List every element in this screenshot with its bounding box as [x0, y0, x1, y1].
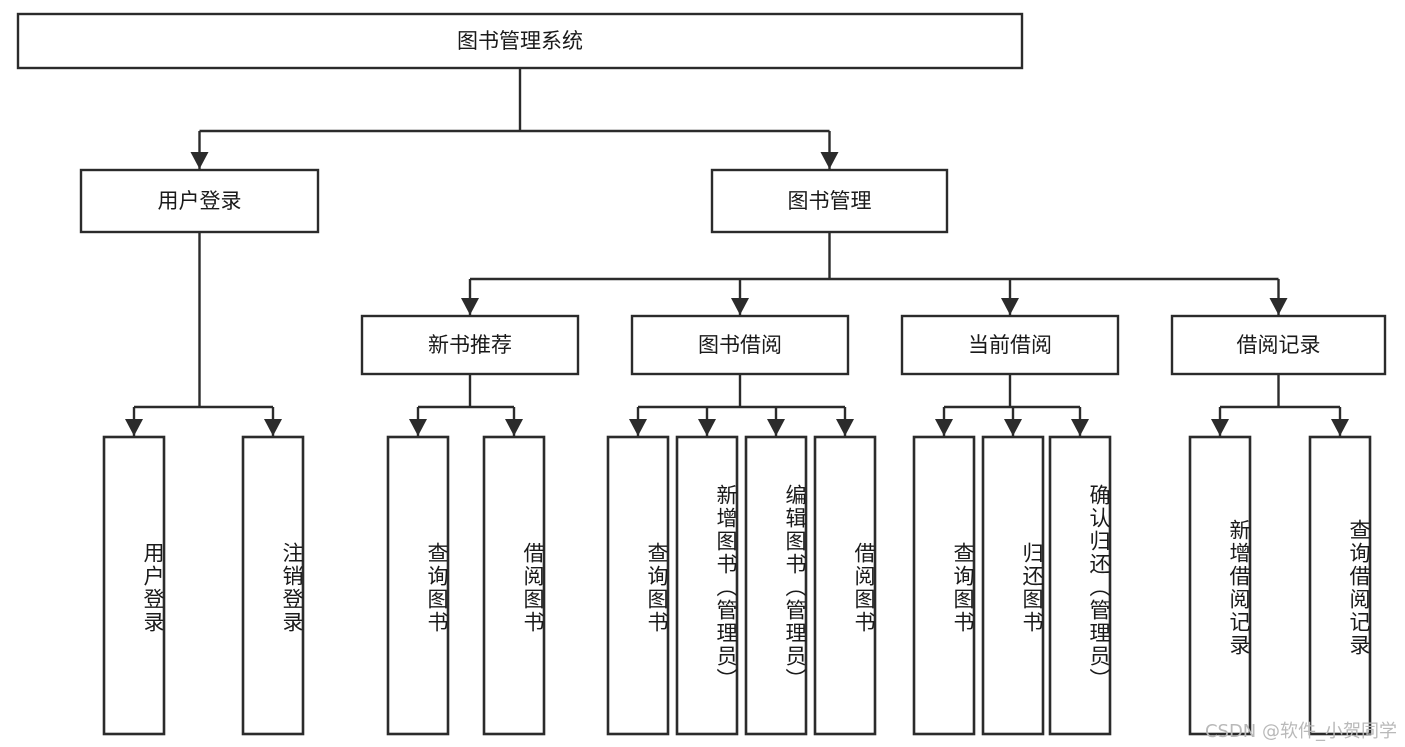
- leaf-leaf-query-book-cur[interactable]: [912, 435, 976, 736]
- node-new-book-recommend[interactable]: 新书推荐: [360, 314, 580, 376]
- node-label-root: 图书管理系统: [457, 29, 583, 53]
- node-book-borrow[interactable]: 图书借阅: [630, 314, 850, 376]
- arrow-head-icon: [1001, 298, 1019, 315]
- arrow-head-icon: [836, 419, 854, 436]
- arrow-head-icon: [1004, 419, 1022, 436]
- arrow-head-icon: [698, 419, 716, 436]
- node-box-user-login[interactable]: [79, 168, 320, 234]
- leaf-box-leaf-add-book-admin[interactable]: [675, 435, 739, 736]
- leaf-box-leaf-edit-book-admin[interactable]: [744, 435, 808, 736]
- node-label-new-book-recommend: 新书推荐: [428, 333, 512, 357]
- leaf-box-leaf-query-book-cur[interactable]: [912, 435, 976, 736]
- leaf-box-leaf-borrow-book-rec[interactable]: [482, 435, 546, 736]
- leaf-leaf-add-borrow-record[interactable]: [1188, 435, 1252, 736]
- leaf-box-leaf-borrow-book-brw[interactable]: [813, 435, 877, 736]
- node-book-manage[interactable]: 图书管理: [710, 168, 949, 234]
- arrow-head-icon: [190, 152, 209, 169]
- arrow-head-icon: [820, 152, 839, 169]
- node-root[interactable]: 图书管理系统: [16, 12, 1024, 70]
- leaf-leaf-user-login[interactable]: [102, 435, 166, 736]
- leaf-leaf-edit-book-admin[interactable]: [744, 435, 808, 736]
- leaf-leaf-logout-login[interactable]: [241, 435, 305, 736]
- node-box-book-borrow[interactable]: [630, 314, 850, 376]
- leaf-box-leaf-user-login[interactable]: [102, 435, 166, 736]
- node-box-root[interactable]: [16, 12, 1024, 70]
- arrow-head-icon: [1331, 419, 1349, 436]
- arrow-head-icon: [1211, 419, 1229, 436]
- leaf-leaf-borrow-book-brw[interactable]: [813, 435, 877, 736]
- arrow-head-icon: [1071, 419, 1089, 436]
- leaf-leaf-query-book-rec[interactable]: [386, 435, 450, 736]
- leaf-leaf-add-book-admin[interactable]: [675, 435, 739, 736]
- arrow-head-icon: [629, 419, 647, 436]
- node-box-new-book-recommend[interactable]: [360, 314, 580, 376]
- leaf-box-leaf-logout-login[interactable]: [241, 435, 305, 736]
- arrow-head-icon: [461, 298, 479, 315]
- leaf-box-leaf-query-borrow-record[interactable]: [1308, 435, 1372, 736]
- node-label-borrow-record: 借阅记录: [1237, 333, 1321, 357]
- arrow-head-icon: [1269, 298, 1288, 315]
- node-label-book-manage: 图书管理: [788, 189, 872, 213]
- leaf-box-leaf-query-book-brw[interactable]: [606, 435, 670, 736]
- arrow-head-icon: [731, 298, 749, 315]
- leaf-box-leaf-query-book-rec[interactable]: [386, 435, 450, 736]
- leaf-leaf-query-borrow-record[interactable]: [1308, 435, 1372, 736]
- node-box-borrow-record[interactable]: [1170, 314, 1387, 376]
- leaf-leaf-borrow-book-rec[interactable]: [482, 435, 546, 736]
- leaf-box-leaf-return-book[interactable]: [981, 435, 1045, 736]
- csdn-watermark: CSDN @软件_小贺同学: [1204, 721, 1397, 742]
- node-label-user-login: 用户登录: [158, 189, 242, 213]
- arrow-head-icon: [125, 419, 143, 436]
- node-label-book-borrow: 图书借阅: [698, 333, 782, 357]
- node-box-book-manage[interactable]: [710, 168, 949, 234]
- arrow-head-icon: [264, 419, 282, 436]
- leaf-box-leaf-add-borrow-record[interactable]: [1188, 435, 1252, 736]
- node-box-current-borrow[interactable]: [900, 314, 1120, 376]
- arrow-head-icon: [409, 419, 427, 436]
- arrow-head-icon: [505, 419, 523, 436]
- node-label-current-borrow: 当前借阅: [968, 333, 1052, 357]
- leaf-leaf-return-book[interactable]: [981, 435, 1045, 736]
- arrow-head-icon: [767, 419, 785, 436]
- node-borrow-record[interactable]: 借阅记录: [1170, 314, 1387, 376]
- node-user-login[interactable]: 用户登录: [79, 168, 320, 234]
- leaf-leaf-confirm-return[interactable]: [1048, 435, 1112, 736]
- leaf-box-leaf-confirm-return[interactable]: [1048, 435, 1112, 736]
- arrow-head-icon: [935, 419, 953, 436]
- connector-layer: [125, 68, 1349, 436]
- leaf-leaf-query-book-brw[interactable]: [606, 435, 670, 736]
- node-current-borrow[interactable]: 当前借阅: [900, 314, 1120, 376]
